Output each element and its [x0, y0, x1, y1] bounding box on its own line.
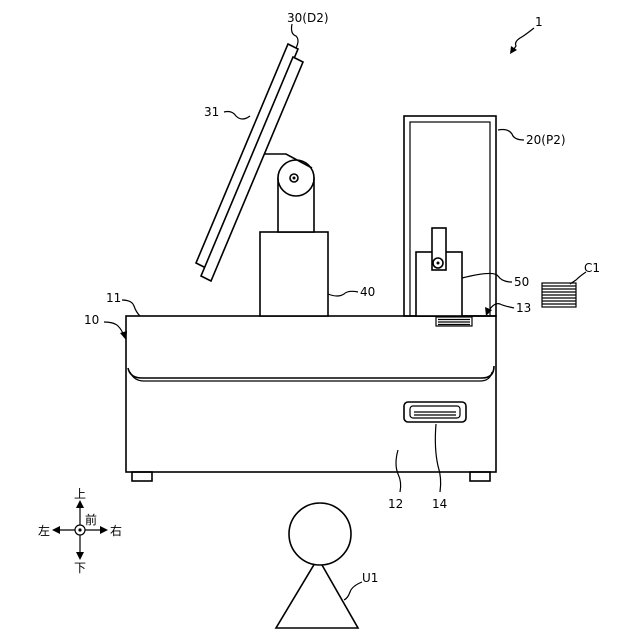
- card: [542, 283, 576, 307]
- arrow-down: [76, 552, 84, 560]
- hinge-dot: [293, 177, 296, 180]
- front-slot-lines: [414, 412, 456, 415]
- leader-card-slot: [488, 304, 514, 312]
- user-body: [276, 558, 358, 628]
- label-card-reader: 50: [514, 275, 529, 289]
- leader-printer: [498, 130, 524, 141]
- leader-body-arrow: [120, 331, 127, 340]
- reader-hinge-dot: [437, 262, 440, 265]
- card-slot: [436, 317, 472, 326]
- dir-down-label: 下: [74, 561, 86, 575]
- arrow-up: [76, 500, 84, 508]
- user-head: [289, 503, 351, 565]
- card-hatching: [542, 286, 576, 304]
- stand-base: [260, 232, 328, 316]
- dir-left-label: 左: [38, 523, 50, 538]
- label-display-screen: 31: [204, 105, 219, 119]
- direction-indicator: 上 下 左 右 前: [38, 487, 122, 575]
- main-body: [126, 316, 496, 481]
- label-stand: 40: [360, 285, 375, 299]
- arrow-right: [100, 526, 108, 534]
- arrow-left: [52, 526, 60, 534]
- front-slot: [404, 402, 466, 422]
- label-body: 10: [84, 313, 99, 327]
- foot-left: [132, 472, 152, 481]
- leader-device-arrow: [510, 46, 517, 54]
- leader-device: [512, 28, 534, 52]
- label-printer: 20(P2): [526, 133, 566, 147]
- card-reader: [416, 228, 462, 316]
- label-card: C1: [584, 261, 600, 275]
- label-card-slot: 13: [516, 301, 531, 315]
- body-outline: [126, 316, 496, 472]
- leader-stand: [328, 291, 358, 296]
- leader-lines: [104, 24, 586, 600]
- display-stand: [252, 154, 328, 316]
- label-front-face: 12: [388, 497, 403, 511]
- leader-user: [344, 582, 362, 600]
- leader-front-slot: [435, 424, 440, 492]
- leader-card-reader: [462, 273, 512, 282]
- leader-display: [292, 24, 299, 48]
- leader-top-surface: [122, 300, 140, 316]
- foot-right: [470, 472, 490, 481]
- leader-front-face: [396, 450, 401, 492]
- label-front-slot: 14: [432, 497, 447, 511]
- dir-right-label: 右: [110, 523, 122, 538]
- leader-display-screen: [224, 112, 250, 120]
- dir-front-label: 前: [85, 512, 97, 527]
- axis-center-dot: [78, 528, 81, 531]
- top-panel-curve-inner: [130, 372, 492, 381]
- dir-up-label: 上: [74, 487, 86, 501]
- label-top-surface: 11: [106, 291, 121, 305]
- reference-labels: 1 30(D2) 31 20(P2) C1 50 13 40 11 10 12 …: [84, 11, 600, 585]
- label-user: U1: [362, 571, 378, 585]
- label-device: 1: [535, 15, 543, 29]
- label-display: 30(D2): [287, 11, 329, 25]
- top-panel-curve: [128, 366, 494, 378]
- user-figure: [276, 503, 358, 628]
